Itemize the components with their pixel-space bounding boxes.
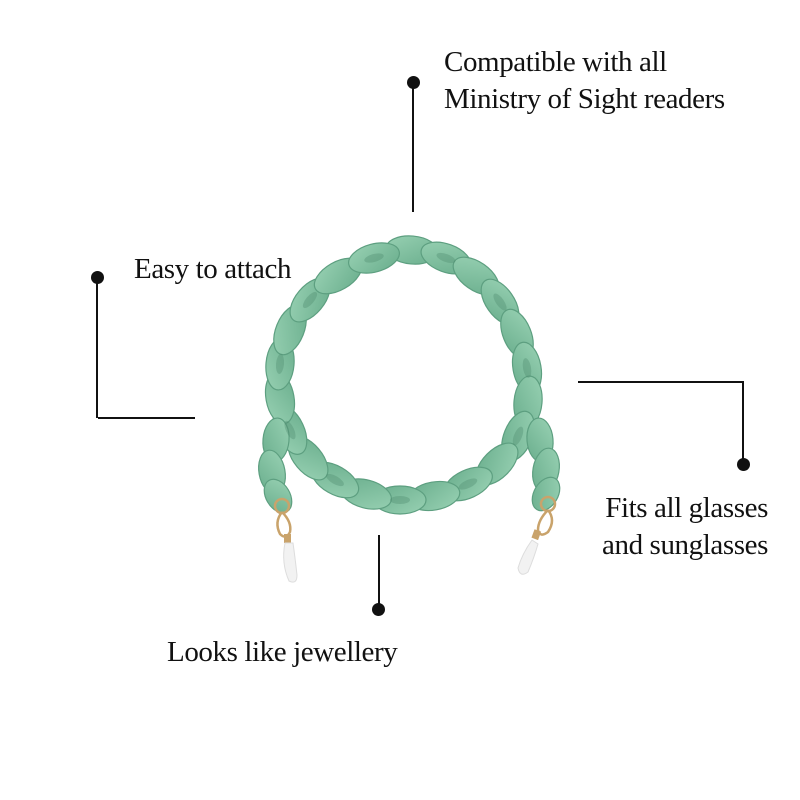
callout-compatible-line1: Compatible with all [444, 46, 667, 78]
callout-line-fits-horizontal [578, 381, 744, 383]
callout-compatible: Compatible with all Ministry of Sight re… [444, 44, 725, 118]
callout-line-compatible [412, 82, 414, 212]
callout-fits-glasses: Fits all glasses and sunglasses [600, 490, 768, 564]
left-clasp [273, 497, 298, 583]
callout-fits-line1: Fits all glasses [605, 492, 768, 524]
callout-dot-fits [737, 458, 750, 471]
callout-line-fits-vertical [742, 381, 744, 463]
callout-compatible-line2: Ministry of Sight readers [444, 83, 725, 115]
callout-easy-attach: Easy to attach [134, 253, 292, 285]
callout-line-easy-attach-horizontal [98, 417, 195, 419]
callout-line-jewellery [378, 535, 380, 607]
callout-fits-line2: and sunglasses [602, 529, 768, 561]
callout-jewellery: Looks like jewellery [167, 636, 398, 668]
callout-dot-jewellery [372, 603, 385, 616]
right-clasp [517, 495, 557, 575]
callout-line-easy-attach-vertical [96, 277, 98, 418]
